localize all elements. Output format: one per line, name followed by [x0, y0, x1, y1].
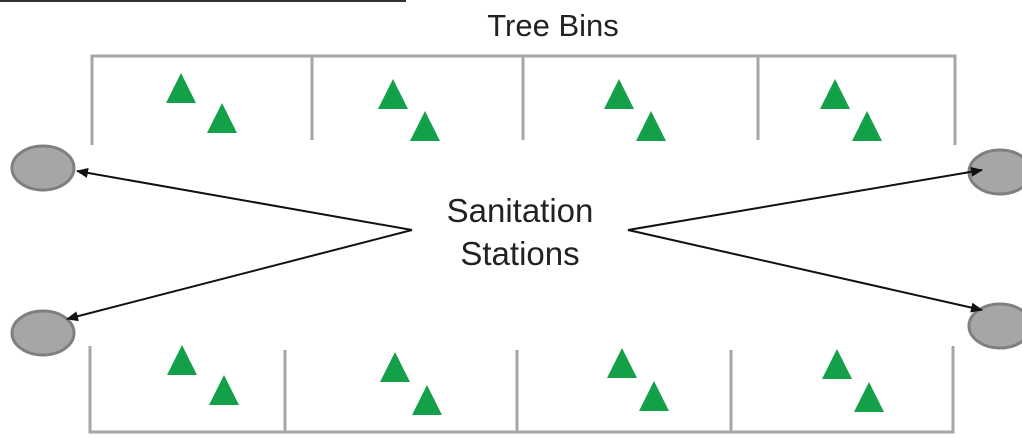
- oval-station-icon: [10, 144, 76, 192]
- bottom-bin-outline: [88, 346, 955, 434]
- arrow-to-station: [76, 167, 413, 231]
- sanitation-callout-line1: Sanitation: [447, 192, 594, 229]
- triangle-tree-icon: [412, 385, 442, 415]
- triangle-tree-icon: [380, 352, 410, 382]
- triangle-tree-icon: [607, 348, 637, 378]
- triangle-tree-icon: [604, 79, 634, 109]
- arrow-to-station: [627, 229, 983, 313]
- triangle-tree-icon: [166, 73, 196, 103]
- top-bin-row: [90, 54, 957, 145]
- triangle-tree-icon: [639, 381, 669, 411]
- oval-station-icon: [10, 309, 76, 357]
- triangle-tree-icon: [820, 79, 850, 109]
- sanitation-stations: [10, 144, 1022, 357]
- sanitation-callout-line2: Stations: [460, 235, 579, 272]
- callout-arrows: [66, 166, 983, 322]
- trees: [166, 73, 884, 415]
- arrow-to-station: [627, 166, 983, 231]
- triangle-tree-icon: [854, 382, 884, 412]
- triangle-tree-icon: [822, 349, 852, 379]
- triangle-tree-icon: [167, 345, 197, 375]
- arrow-to-station: [66, 229, 413, 322]
- triangle-tree-icon: [378, 79, 408, 109]
- triangle-tree-icon: [410, 111, 440, 141]
- bottom-bin-row: [88, 346, 955, 434]
- triangle-tree-icon: [852, 111, 882, 141]
- tree-bins-title: Tree Bins: [487, 8, 619, 43]
- oval-station-icon: [967, 148, 1022, 196]
- oval-station-icon: [967, 302, 1022, 350]
- triangle-tree-icon: [209, 375, 239, 405]
- triangle-tree-icon: [636, 111, 666, 141]
- triangle-tree-icon: [207, 103, 237, 133]
